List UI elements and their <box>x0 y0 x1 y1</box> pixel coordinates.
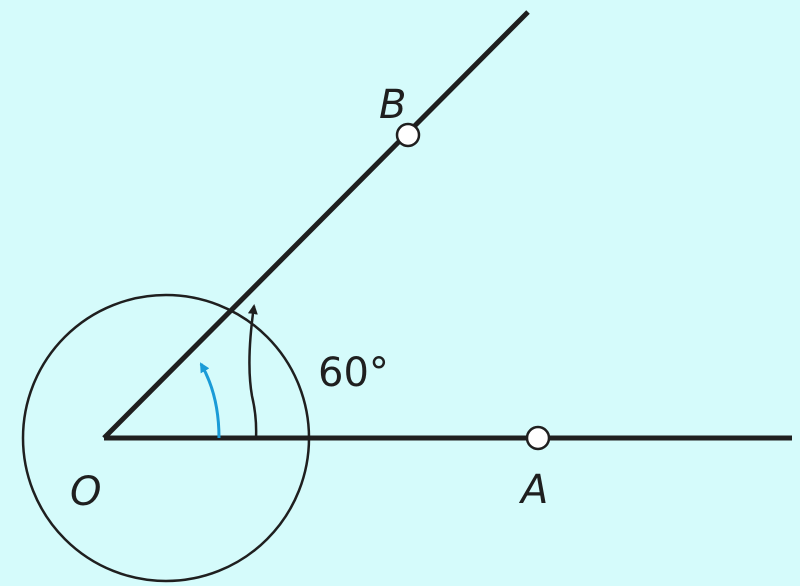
point-b-marker <box>395 122 421 148</box>
angle-label: 60° <box>318 350 389 396</box>
angle-arc-60 <box>247 304 258 439</box>
full-turn-circle <box>21 293 311 583</box>
point-a-marker <box>525 425 551 451</box>
label-point-b: B <box>379 82 406 128</box>
label-origin: O <box>70 469 101 515</box>
blue-angle-arc <box>199 362 221 439</box>
ray-ob <box>102 10 530 440</box>
label-point-a: A <box>518 467 548 513</box>
